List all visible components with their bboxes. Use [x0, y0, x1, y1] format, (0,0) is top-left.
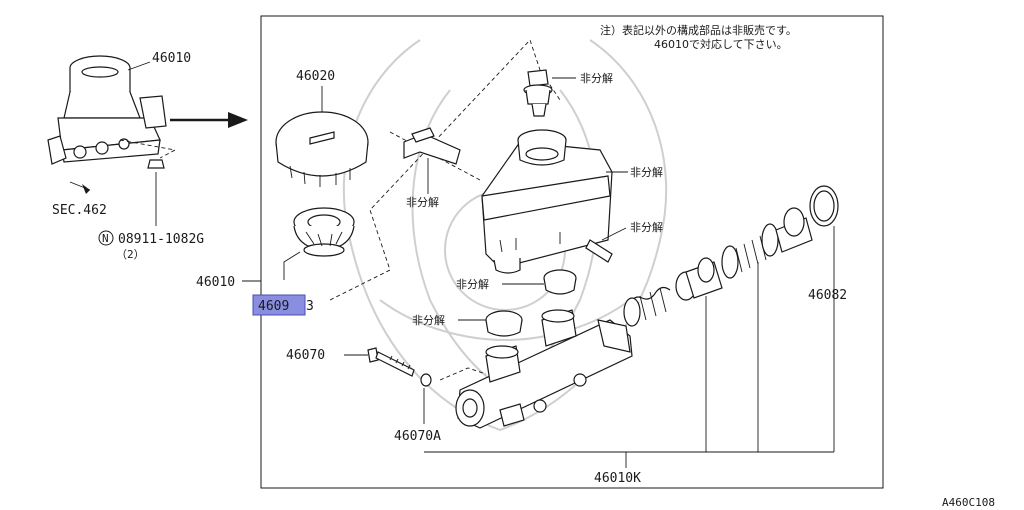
label-grommet-prefix[interactable]: 4609: [258, 299, 289, 314]
reservoir-grommet-lower-illustration: [485, 310, 523, 337]
spring-primary-illustration: [623, 286, 671, 327]
label-grommet-suffix: 3: [306, 299, 314, 314]
dash-washer-body: [439, 367, 487, 381]
diagram-frame: [260, 15, 884, 489]
label-bolt: 46070: [286, 348, 325, 363]
reservoir-grommet-upper-illustration: [543, 269, 577, 295]
spring-secondary-illustration: [721, 223, 779, 279]
reservoir-cap-illustration: [275, 111, 369, 187]
label-nut-qty: （2）: [116, 248, 145, 261]
label-assembly-overview: 46010: [152, 51, 191, 66]
label-assembly-left: 46010: [196, 275, 235, 290]
label-sensor-nondisassembly: 非分解: [580, 71, 613, 85]
leader-pin: [601, 227, 627, 241]
label-piston-kit: 46082: [808, 288, 847, 303]
label-cap: 46020: [296, 69, 335, 84]
piston-secondary-illustration: [775, 207, 813, 253]
label-pin-nondisassembly: 非分解: [630, 220, 663, 234]
reservoir-illustration: [481, 129, 613, 274]
grommet-label-highlight[interactable]: [252, 294, 306, 316]
level-sensor-illustration: [523, 69, 553, 117]
label-sec-ref: SEC.462: [52, 203, 107, 218]
sec-ref-arrow-icon: [82, 184, 90, 194]
piston-primary-illustration: [675, 257, 723, 301]
grommet-illustration: [293, 207, 355, 257]
nut-symbol-letter: N: [102, 232, 109, 245]
leader-assembly-overview: [127, 61, 151, 71]
washer-illustration: [420, 373, 432, 387]
label-grommet-lower-nondisassembly: 非分解: [412, 313, 445, 327]
label-nut-part: 08911-1082G: [118, 232, 204, 247]
bolt-illustration: [367, 347, 415, 377]
transition-arrow-icon: [228, 112, 248, 128]
label-reservoir-nondisassembly: 非分解: [630, 165, 663, 179]
note-line2: 46010で対応して下さい。: [654, 37, 788, 51]
label-grommet-upper-nondisassembly: 非分解: [456, 277, 489, 291]
note-line1: 注）表記以外の構成部品は非販売です。: [600, 23, 797, 37]
nut-symbol-circle: [98, 230, 114, 246]
diagram-code: A460C108: [942, 496, 995, 509]
label-washer: 46070A: [394, 429, 441, 444]
label-clip-nondisassembly: 非分解: [406, 195, 439, 209]
master-cylinder-body-illustration: [455, 309, 633, 429]
label-repair-kit: 46010K: [594, 471, 641, 486]
connector-clip-illustration: [403, 127, 461, 165]
leader-grommet: [283, 251, 301, 280]
pin-illustration: [585, 239, 613, 263]
retaining-ring-illustration: [809, 185, 839, 227]
assembly-overview-illustration: [47, 55, 167, 169]
